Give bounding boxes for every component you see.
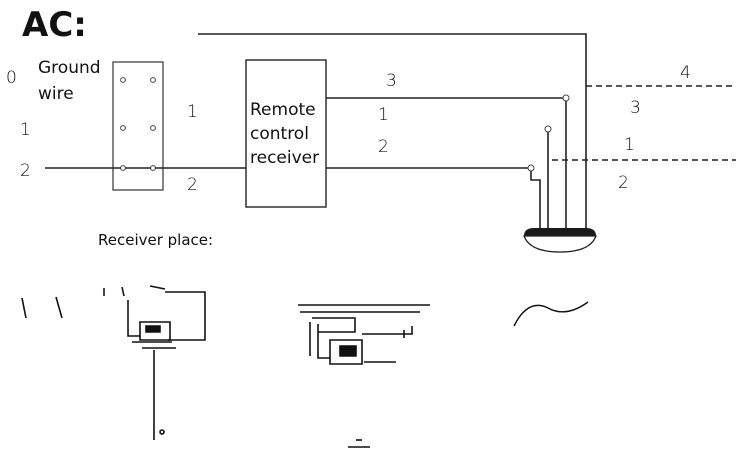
label-0: 0 [6, 68, 17, 88]
ground-wire-label-line1: Ground [38, 58, 101, 78]
label-3-right: 3 [630, 98, 641, 118]
ground-wire-label-line2: wire [38, 84, 74, 104]
label-1-left: 1 [20, 120, 31, 140]
placement-illustration-2 [298, 304, 430, 448]
label-2-right: 2 [618, 173, 629, 193]
fan-terminal-2 [527, 164, 535, 172]
placement-illustration-3 [513, 301, 589, 327]
placement-illustration-1 [21, 285, 206, 440]
label-2-left: 2 [20, 161, 31, 181]
fan-terminal-1 [544, 125, 552, 133]
label-1-right: 1 [624, 135, 635, 155]
fan-canopy-top [524, 228, 596, 236]
diagram-title: AC: [22, 5, 87, 45]
receiver-label-line1: Remote [250, 100, 316, 120]
top-feed-wire [198, 33, 587, 240]
fan-canopy-bowl [523, 235, 597, 253]
label-2-out: 2 [378, 137, 389, 157]
fan-terminal-3 [562, 94, 570, 102]
receiver-label-line3: receiver [250, 148, 319, 168]
receiver-label-line2: control [250, 124, 309, 144]
receiver-place-label: Receiver place: [98, 231, 213, 249]
label-2-mid: 2 [187, 175, 198, 195]
terminal-screws [120, 77, 156, 171]
label-1-out: 1 [378, 105, 389, 125]
receiver-box [245, 59, 327, 208]
label-1-mid: 1 [187, 102, 198, 122]
label-4-right: 4 [680, 63, 691, 83]
fan-lead-2 [530, 171, 541, 230]
label-3-out: 3 [386, 71, 397, 91]
